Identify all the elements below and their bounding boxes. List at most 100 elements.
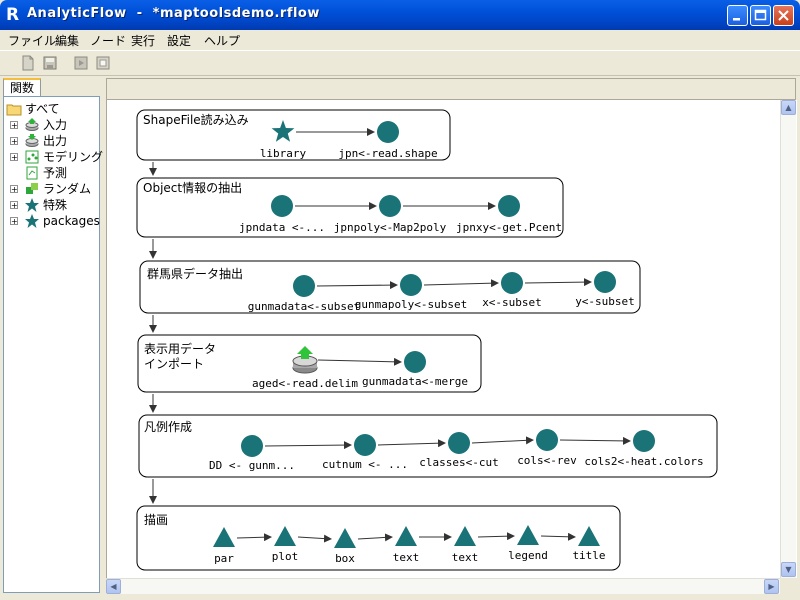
triangle-node-icon[interactable] — [274, 526, 296, 546]
save-icon[interactable] — [42, 55, 58, 71]
function-node-icon[interactable] — [536, 429, 558, 451]
node-label: par — [214, 552, 234, 565]
menu-help[interactable]: ヘルプ — [204, 34, 241, 48]
node-label: jpnpoly<-Map2poly — [334, 221, 447, 234]
minimize-button[interactable] — [727, 5, 748, 26]
flow-arrow — [471, 436, 534, 445]
function-node-icon[interactable] — [379, 195, 401, 217]
function-node-icon[interactable] — [377, 121, 399, 143]
node-label: DD <- gunm... — [209, 459, 295, 472]
scroll-down-icon[interactable]: ▼ — [781, 562, 796, 577]
function-node-icon[interactable] — [633, 430, 655, 452]
tree-item[interactable]: すべて — [4, 101, 99, 117]
group-title: 群馬県データ抽出 — [147, 266, 243, 281]
tree-item[interactable]: +入力 — [4, 117, 99, 133]
folder-icon — [6, 104, 22, 116]
tree-item[interactable]: +特殊 — [4, 197, 99, 213]
triangle-node-icon[interactable] — [454, 526, 476, 546]
node-label: text — [452, 551, 479, 564]
modeling-icon — [25, 150, 39, 164]
node-label: classes<-cut — [419, 456, 498, 469]
expand-icon[interactable]: + — [10, 121, 18, 130]
menu-file[interactable]: ファイル — [8, 34, 57, 48]
node-label: aged<-read.delim — [252, 377, 358, 390]
flow-group[interactable]: 群馬県データ抽出 gunmadata<-subsetgunmapoly<-subs… — [139, 260, 641, 314]
flow-arrow — [357, 533, 393, 542]
group-title: 描画 — [144, 513, 168, 527]
canvas-header — [106, 78, 796, 100]
expand-icon[interactable]: + — [10, 217, 18, 226]
flow-arrow — [524, 278, 592, 287]
node-label: legend — [508, 549, 548, 562]
title-bar[interactable]: R AnalyticFlow - *maptoolsdemo.rflow — [0, 0, 800, 30]
function-node-icon[interactable] — [498, 195, 520, 217]
stop-icon[interactable] — [95, 55, 111, 71]
group-title: 表示用データ — [144, 341, 216, 356]
close-button[interactable] — [773, 5, 794, 26]
menu-node[interactable]: ノード — [90, 34, 127, 48]
triangle-node-icon[interactable] — [578, 526, 600, 546]
function-node-icon[interactable] — [594, 271, 616, 293]
node-label: jpnxy<-get.Pcent — [456, 221, 562, 234]
group-box — [136, 109, 451, 161]
horizontal-scrollbar[interactable]: ◀ ▶ — [106, 578, 780, 594]
tree-item[interactable]: +packages — [4, 213, 100, 229]
star-node-icon[interactable] — [271, 120, 295, 142]
triangle-node-icon[interactable] — [213, 527, 235, 547]
node-label: gunmapoly<-subset — [355, 298, 468, 311]
tree-item[interactable]: + ランダム — [4, 181, 99, 197]
flow-arrow — [316, 281, 398, 290]
tab-functions[interactable]: 関数 — [3, 78, 41, 96]
expand-icon[interactable]: + — [10, 153, 18, 162]
scrollbar-corner — [780, 578, 796, 594]
flow-arrow — [559, 436, 631, 445]
tree-item-label: 予測 — [43, 166, 68, 180]
tree-item[interactable]: +出力 — [4, 133, 99, 149]
node-label: gunmadata<-subset — [248, 300, 361, 313]
flow-arrow — [264, 441, 352, 450]
maximize-button[interactable] — [750, 5, 771, 26]
tree-item-label: モデリング — [43, 150, 104, 164]
scroll-left-icon[interactable]: ◀ — [106, 579, 121, 594]
window-title: AnalyticFlow - *maptoolsdemo.rflow — [27, 6, 320, 21]
function-node-icon[interactable] — [448, 432, 470, 454]
random-icon — [26, 183, 38, 194]
tree-item[interactable]: 予測 — [4, 165, 99, 181]
maximize-icon — [754, 9, 767, 21]
expand-icon[interactable]: + — [10, 185, 18, 194]
vertical-scrollbar[interactable]: ▲ ▼ — [780, 100, 796, 578]
run-icon[interactable] — [73, 55, 89, 71]
expand-icon[interactable]: + — [10, 201, 18, 210]
function-node-icon[interactable] — [293, 275, 315, 297]
r-logo-icon: R — [6, 5, 20, 25]
expand-icon[interactable]: + — [10, 137, 18, 146]
menu-settings[interactable]: 設定 — [167, 34, 192, 48]
node-label: y<-subset — [575, 295, 635, 308]
scroll-up-icon[interactable]: ▲ — [781, 100, 796, 115]
tree-item-label: ランダム — [43, 182, 92, 196]
function-node-icon[interactable] — [241, 435, 263, 457]
group-box — [136, 177, 564, 238]
function-node-icon[interactable] — [400, 274, 422, 296]
triangle-node-icon[interactable] — [334, 528, 356, 548]
menu-edit[interactable]: 編集 — [55, 34, 80, 48]
function-node-icon[interactable] — [404, 351, 426, 373]
function-node-icon[interactable] — [501, 272, 523, 294]
triangle-node-icon[interactable] — [395, 526, 417, 546]
menu-run[interactable]: 実行 — [131, 34, 156, 48]
tree-item[interactable]: + モデリング — [4, 149, 103, 165]
function-node-icon[interactable] — [354, 434, 376, 456]
import-database-icon[interactable] — [292, 346, 318, 374]
group-box — [138, 414, 718, 478]
function-node-icon[interactable] — [271, 195, 293, 217]
node-label: title — [572, 549, 605, 562]
triangle-node-icon[interactable] — [517, 525, 539, 545]
scroll-right-icon[interactable]: ▶ — [764, 579, 779, 594]
new-file-icon[interactable] — [20, 55, 36, 71]
